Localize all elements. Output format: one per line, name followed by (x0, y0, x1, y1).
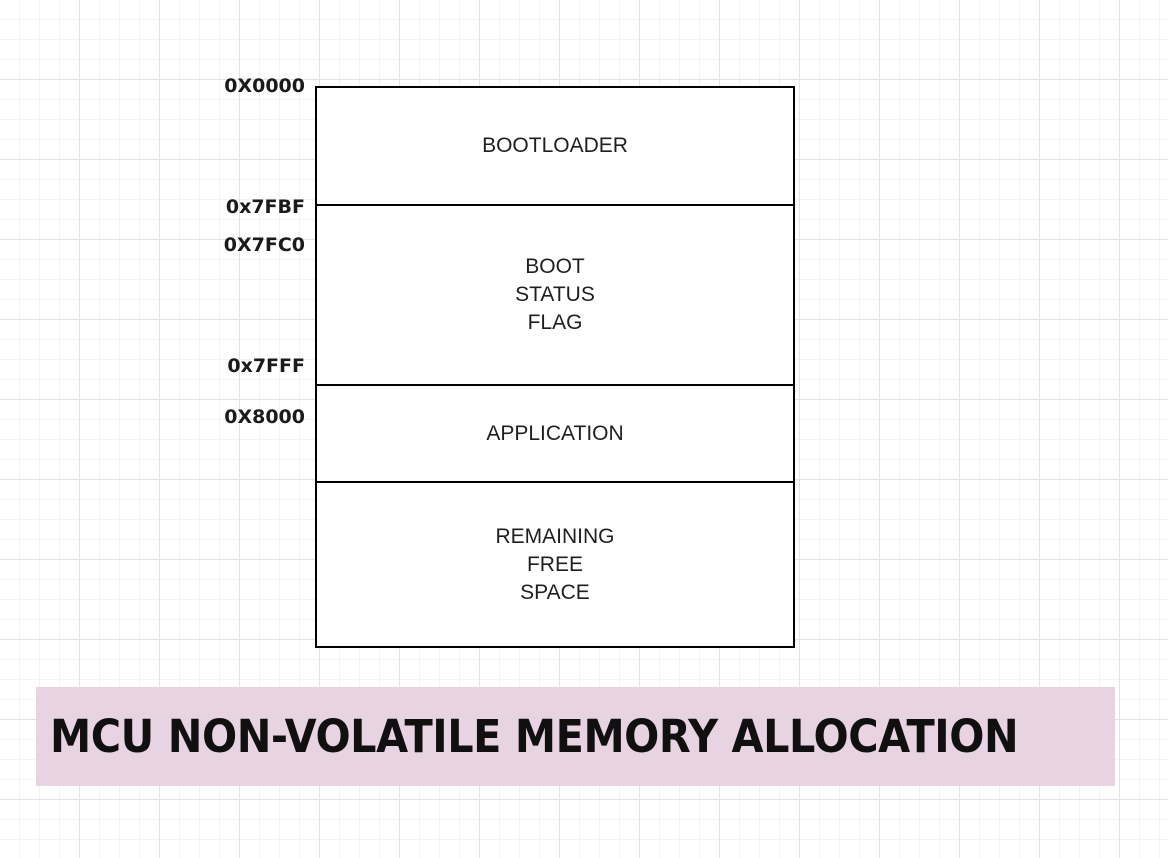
address-label-boot-status-flag-end: 0x7FFF (227, 355, 305, 377)
memory-region-bootloader: BOOTLOADER (317, 88, 793, 206)
address-label-application-start: 0X8000 (224, 406, 305, 428)
memory-region-boot-status-flag: BOOT STATUS FLAG (317, 206, 793, 386)
memory-region-bootloader-label: BOOTLOADER (482, 134, 628, 157)
memory-region-boot-status-flag-label: BOOT STATUS FLAG (515, 255, 595, 334)
memory-region-remaining-free-space-label: REMAINING FREE SPACE (495, 524, 615, 604)
memory-region-application-label: APPLICATION (486, 421, 624, 445)
memory-region-application: APPLICATION (317, 386, 793, 483)
diagram-title: MCU NON-VOLATILE MEMORY ALLOCATION (50, 709, 1019, 763)
address-label-boot-status-flag-start: 0X7FC0 (223, 234, 305, 256)
memory-map-box: BOOTLOADER BOOT STATUS FLAG APPLICATION … (315, 86, 795, 648)
title-banner: MCU NON-VOLATILE MEMORY ALLOCATION (36, 687, 1115, 786)
address-label-bootloader-start: 0X0000 (224, 75, 305, 97)
memory-region-remaining-free-space: REMAINING FREE SPACE (317, 483, 793, 646)
address-label-bootloader-end: 0x7FBF (225, 196, 305, 218)
